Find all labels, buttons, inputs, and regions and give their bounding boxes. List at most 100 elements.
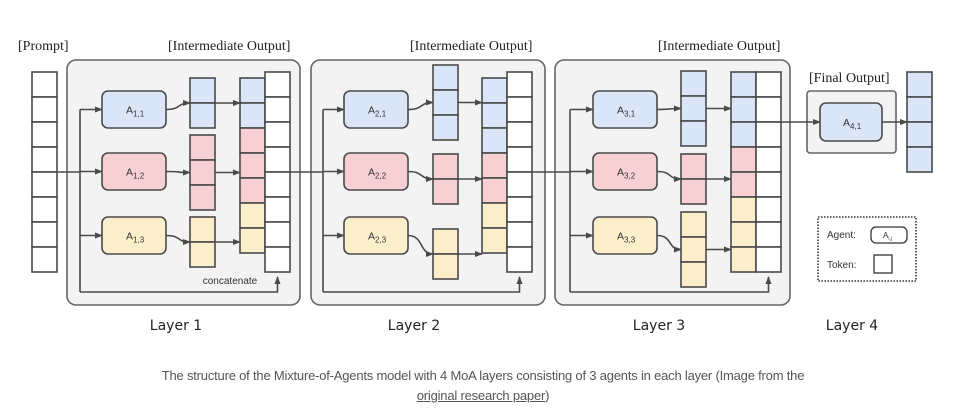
token-cell — [755, 71, 782, 98]
agent-label: A2,2 — [368, 167, 387, 181]
layer-label-3: Layer 3 — [633, 318, 685, 334]
token-cell — [31, 146, 58, 173]
token-cell — [906, 146, 933, 173]
context-token-column — [506, 71, 533, 273]
token-cell — [680, 261, 707, 288]
token-cell — [755, 196, 782, 223]
figure-caption: The structure of the Mixture-of-Agents m… — [0, 366, 966, 406]
prompt-token-column — [31, 71, 58, 273]
concatenated-output-column — [239, 77, 266, 254]
token-cell — [264, 221, 291, 248]
agent-output-tokens — [189, 216, 216, 268]
original-paper-link[interactable]: original research paper — [416, 388, 546, 403]
agent-output-arrow — [165, 100, 191, 111]
token-cell — [680, 153, 707, 180]
token-cell — [432, 153, 459, 180]
caption-text: The structure of the Mixture-of-Agents m… — [161, 368, 805, 383]
token-cell — [432, 253, 459, 280]
token-cell — [432, 228, 459, 255]
token-cell — [680, 211, 707, 238]
token-cell — [432, 114, 459, 141]
token-cell — [31, 196, 58, 223]
token-cell — [264, 246, 291, 273]
token-cell — [680, 70, 707, 97]
token-cell — [506, 246, 533, 273]
agent-output-arrow — [407, 99, 434, 111]
token-cell — [730, 171, 757, 198]
layer-label-2: Layer 2 — [388, 318, 440, 334]
token-cell — [481, 227, 508, 254]
agent-output-tokens — [189, 77, 216, 129]
context-token-column — [264, 71, 291, 273]
token-cell — [189, 159, 216, 186]
token-cell — [506, 96, 533, 123]
prompt-header: [Prompt] — [18, 39, 69, 54]
token-cell — [730, 246, 757, 273]
token-cell — [506, 196, 533, 223]
token-cell — [680, 236, 707, 263]
token-cell — [506, 121, 533, 148]
legend-token-label: Token: — [827, 260, 856, 271]
token-cell — [189, 184, 216, 211]
token-cell — [755, 246, 782, 273]
token-cell — [481, 177, 508, 204]
token-cell — [31, 171, 58, 198]
layer-label-1: Layer 1 — [150, 318, 202, 334]
token-cell — [239, 227, 266, 254]
agent-3-2: A3,2 — [592, 152, 658, 191]
token-cell — [755, 96, 782, 123]
agent-3-3: A3,3 — [592, 216, 658, 255]
agent-output-arrow — [165, 234, 191, 245]
agent-label: A4,1 — [843, 117, 862, 131]
agent-label: A3,3 — [617, 231, 636, 245]
token-cell — [730, 121, 757, 148]
token-cell — [264, 146, 291, 173]
token-cell — [31, 221, 58, 248]
token-cell — [481, 127, 508, 154]
token-cell — [755, 121, 782, 148]
token-cell — [506, 221, 533, 248]
token-cell — [264, 121, 291, 148]
prompt-feedback-arrow — [80, 276, 281, 293]
final-output-header: [Final Output] — [809, 71, 890, 86]
agent-output-tokens — [680, 153, 707, 205]
token-cell — [31, 246, 58, 273]
token-cell — [680, 178, 707, 205]
agent-output-tokens — [680, 211, 707, 288]
token-cell — [730, 221, 757, 248]
token-cell — [481, 77, 508, 104]
layer-label-4: Layer 4 — [826, 318, 878, 334]
agent-2-2: A2,2 — [343, 152, 409, 191]
token-cell — [730, 146, 757, 173]
agent-output-arrow — [407, 234, 434, 257]
token-cell — [730, 196, 757, 223]
caption-suffix: ) — [545, 388, 550, 403]
token-cell — [239, 77, 266, 104]
token-cell — [239, 152, 266, 179]
token-cell — [755, 146, 782, 173]
agent-1-3: A1,3 — [101, 216, 167, 255]
token-cell — [481, 202, 508, 229]
agent-label: A2,3 — [368, 231, 387, 245]
token-cell — [189, 241, 216, 268]
agent-label: A3,1 — [617, 105, 636, 119]
agent-2-3: A2,3 — [343, 216, 409, 255]
agent-output-arrow — [656, 170, 682, 182]
token-cell — [755, 221, 782, 248]
agent-label: A1,1 — [126, 105, 145, 119]
agent-label: A2,1 — [368, 105, 387, 119]
token-cell — [906, 121, 933, 148]
token-cell — [506, 146, 533, 173]
token-cell — [31, 71, 58, 98]
token-cell — [730, 96, 757, 123]
agent-3-1: A3,1 — [592, 90, 658, 129]
token-cell — [189, 134, 216, 161]
agent-2-1: A2,1 — [343, 90, 409, 129]
agent-output-tokens — [432, 228, 459, 280]
agent-label: A3,2 — [617, 167, 636, 181]
intermediate-output-header-1: [Intermediate Output] — [168, 39, 290, 54]
legend-agent-symbol — [870, 226, 908, 244]
token-cell — [31, 96, 58, 123]
token-cell — [906, 71, 933, 98]
legend-agent-symbol-text: Ai,j — [883, 231, 892, 242]
